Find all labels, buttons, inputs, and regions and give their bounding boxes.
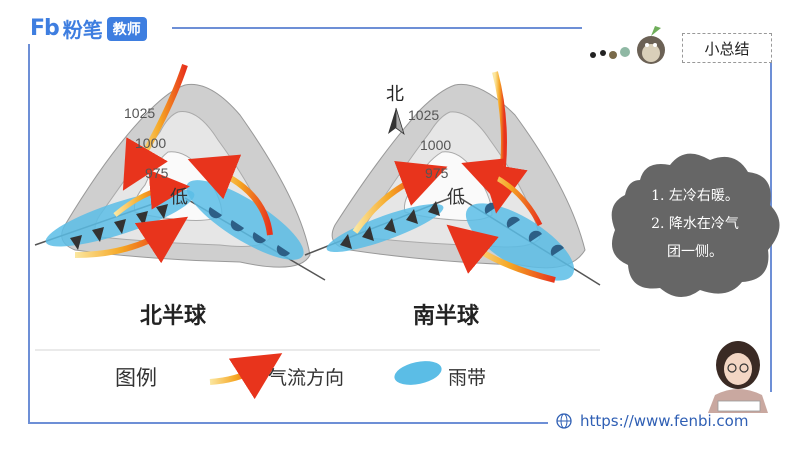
frame-bottom-line (28, 422, 548, 424)
south-cold-front-triangle (384, 218, 396, 233)
north-cold-front-triangle (70, 235, 82, 250)
south-isobar-label-3: 975 (425, 165, 449, 181)
north-warm-front-semicircle (230, 220, 244, 232)
north-cold-front-triangle (114, 219, 126, 234)
note-line-1: 1. 左冷右暖。 (651, 188, 739, 204)
compass-north-label: 北 (386, 84, 404, 105)
website-url[interactable]: https://www.fenbi.com (580, 412, 749, 430)
south-arrow (446, 224, 556, 283)
summary-cloud (611, 153, 780, 298)
north-arrow (122, 64, 188, 191)
north-warm-front-semicircle (252, 232, 266, 244)
legend-rainband-icon (394, 361, 442, 385)
north-arrow (74, 216, 189, 264)
south-center-label: 低 (447, 187, 465, 208)
north-cyclone: 1025 1000 975 低 (34, 64, 326, 281)
south-isobar-label-2: 1000 (420, 137, 451, 153)
brand-mark: Fb (30, 16, 60, 41)
north-rainband-warm (186, 180, 304, 260)
south-isobar-label-1: 1025 (408, 107, 439, 123)
north-arrow (113, 169, 190, 217)
north-isobar-label-1: 1025 (124, 105, 155, 121)
legend-airflow-icon (209, 353, 283, 400)
note-line-2: 2. 降水在冷气 (651, 216, 739, 232)
note-line-3: 团一侧。 (667, 244, 723, 260)
south-arrow (461, 158, 543, 227)
south-cold-front-triangle (340, 234, 352, 249)
south-warm-front-semicircle (528, 230, 542, 242)
brand-name: 粉笔 (62, 18, 103, 42)
summary-title: 小总结 (704, 39, 750, 58)
north-warm-front-semicircle (276, 245, 290, 257)
north-compass-icon (388, 107, 405, 136)
south-warm-front-semicircle (550, 244, 564, 256)
south-arrow (352, 160, 448, 234)
frame-top-line (172, 27, 582, 29)
south-cold-front-triangle (362, 226, 374, 241)
south-warm-front-semicircle (506, 216, 520, 228)
frame-left-line (28, 44, 30, 424)
legend-rainband-label: 雨带 (448, 367, 487, 389)
legend-title: 图例 (115, 366, 157, 390)
south-caption: 南半球 (413, 304, 480, 329)
teacher-illustration (708, 341, 768, 413)
south-rainband-warm (465, 203, 575, 281)
summary-notes: 1. 左冷右暖。 2. 降水在冷气 团一侧。 (630, 182, 760, 266)
north-isobar-label-2: 1000 (135, 135, 166, 151)
north-caption: 北半球 (140, 304, 207, 329)
north-isobar-label-3: 975 (145, 165, 169, 181)
mascot-decoration-icon (590, 26, 665, 64)
brand-logo: Fb 粉笔 教师 (30, 14, 147, 43)
north-warm-front-semicircle (208, 207, 222, 219)
summary-title-box: 小总结 (682, 33, 772, 63)
north-arrow (187, 154, 273, 236)
north-center-label: 低 (170, 187, 188, 208)
south-cyclone: 1025 1000 975 低 北 (304, 71, 601, 286)
globe-icon (556, 413, 572, 429)
north-cold-front-triangle (92, 227, 104, 242)
legend-airflow-label: 气流方向 (268, 367, 345, 389)
brand-tag: 教师 (106, 16, 147, 41)
south-cold-front-triangle (406, 209, 418, 224)
